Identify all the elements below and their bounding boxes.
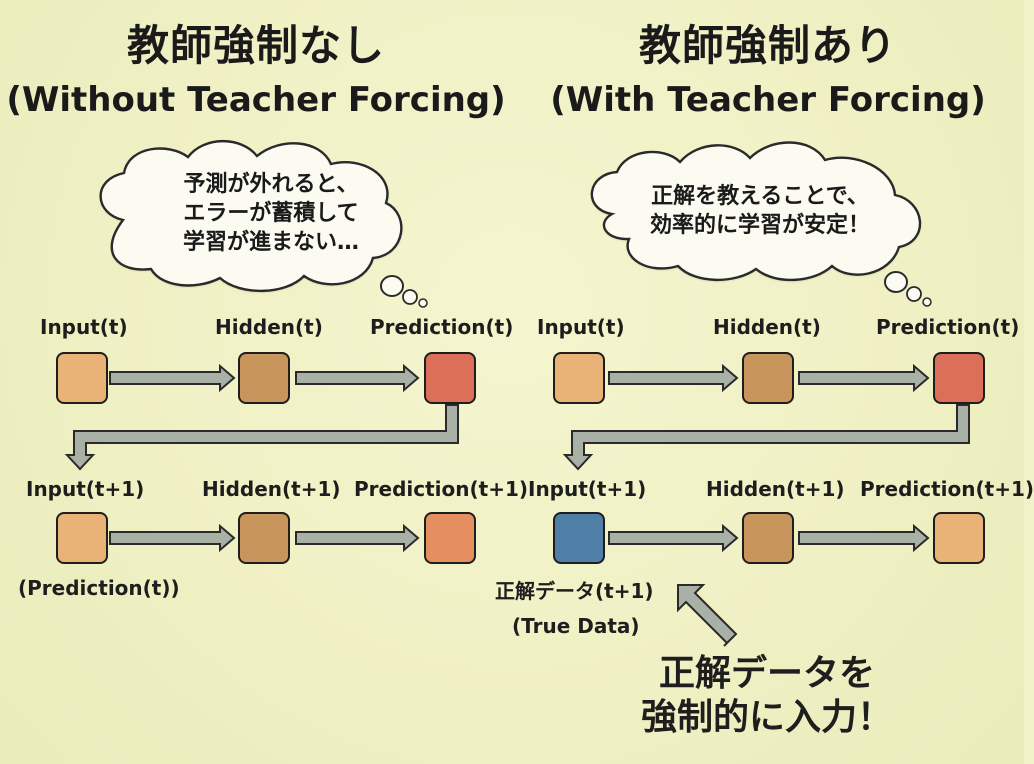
left-row2-input-label: Input(t+1) [26, 477, 145, 501]
force-input-text: 正解データを 強制的に入力！ [640, 653, 893, 738]
true-data-jp-label: 正解データ(t+1) [495, 579, 654, 603]
left-arrows [64, 363, 459, 553]
left-input-note: (Prediction(t)) [18, 576, 180, 600]
left-row2-hidden-box [238, 512, 290, 564]
left-title-en: (Without Teacher Forcing) [6, 80, 506, 120]
left-title-jp: 教師強制なし [126, 21, 385, 70]
left-row1-prediction-box [424, 352, 476, 404]
left-row2-prediction-label: Prediction(t+1) [354, 477, 529, 501]
right-row1-input-label: Input(t) [537, 315, 625, 339]
right-row2-prediction-box [933, 512, 985, 564]
right-title-en: (With Teacher Forcing) [550, 80, 986, 120]
right-row2-true-data-box [553, 512, 605, 564]
right-row1-hidden-box [742, 352, 794, 404]
right-row2-prediction-label: Prediction(t+1) [860, 477, 1034, 501]
left-row1-hidden-label: Hidden(t) [215, 315, 323, 339]
right-row2-hidden-box [742, 512, 794, 564]
right-title-jp: 教師強制あり [638, 21, 897, 70]
true-data-en-label: (True Data) [512, 614, 640, 638]
right-row2-hidden-label: Hidden(t+1) [706, 477, 845, 501]
right-row1-prediction-box [933, 352, 985, 404]
left-row1-input-label: Input(t) [40, 315, 128, 339]
left-thought-bubble [99, 139, 428, 308]
left-row1-hidden-box [238, 352, 290, 404]
right-bubble-text: 正解を教えることで、 効率的に学習が安定！ [649, 184, 870, 238]
left-row2-input-box [56, 512, 108, 564]
right-row1-input-box [553, 352, 605, 404]
left-row1-prediction-label: Prediction(t) [370, 315, 514, 339]
left-row1-input-box [56, 352, 108, 404]
right-row1-prediction-label: Prediction(t) [876, 315, 1020, 339]
right-row2-input-label: Input(t+1) [528, 477, 647, 501]
left-row2-prediction-box [424, 512, 476, 564]
right-thought-bubble [590, 141, 932, 307]
right-arrows [562, 363, 970, 647]
left-bubble-text: 予測が外れると、 エラーが蓄積して 学習が進まない… [182, 172, 359, 255]
left-row2-hidden-label: Hidden(t+1) [202, 477, 341, 501]
right-row1-hidden-label: Hidden(t) [713, 315, 821, 339]
